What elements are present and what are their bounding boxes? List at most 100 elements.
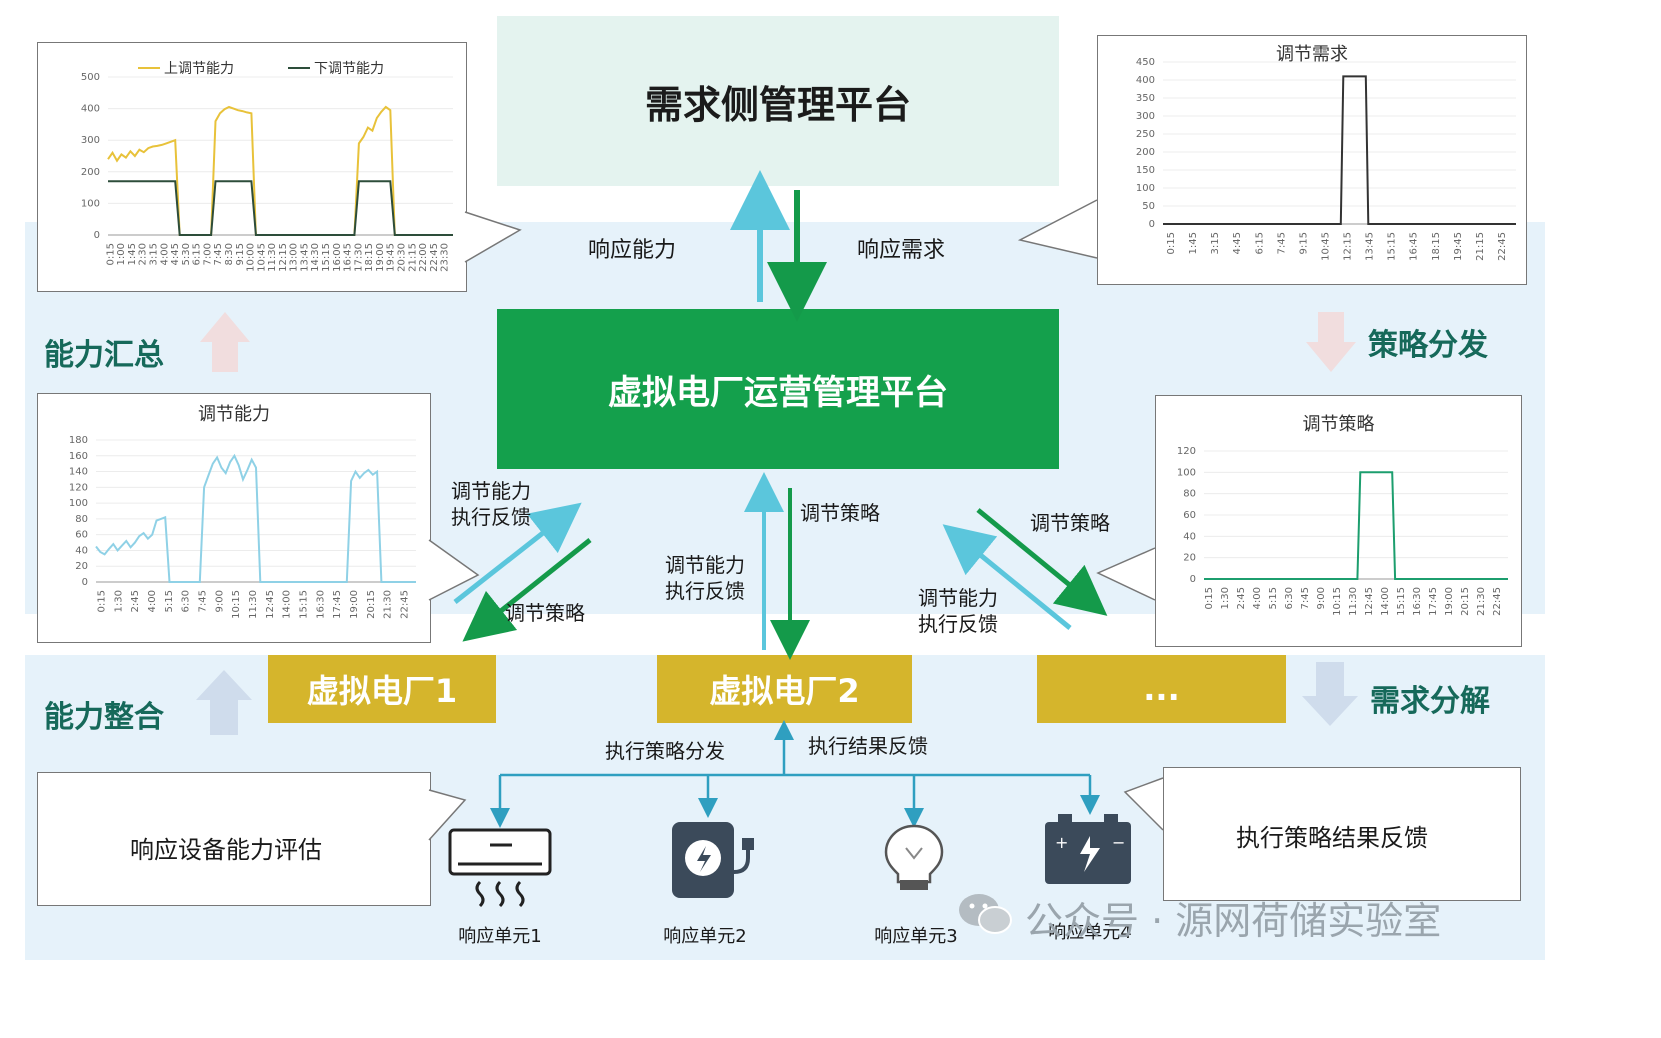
x-tick-label: 1:00 xyxy=(116,243,127,265)
legend-label: 上调节能力 xyxy=(164,61,234,77)
label-exec-feedback: 执行结果反馈 xyxy=(808,734,928,758)
label-center-down: 调节策略 xyxy=(800,501,880,525)
x-tick-label: 2:45 xyxy=(1236,587,1247,609)
x-tick-label: 10:45 xyxy=(256,243,267,272)
x-tick-label: 4:00 xyxy=(1252,587,1263,609)
y-tick-label: 120 xyxy=(69,482,88,493)
x-tick-label: 15:15 xyxy=(1396,587,1407,616)
y-tick-label: 300 xyxy=(81,135,100,146)
x-tick-label: 0:15 xyxy=(1204,587,1215,609)
y-tick-label: 100 xyxy=(81,198,100,209)
x-tick-label: 5:15 xyxy=(1268,587,1279,609)
label-exec-dispatch: 执行策略分发 xyxy=(605,739,725,763)
label-right-up-2: 执行反馈 xyxy=(918,612,998,636)
x-tick-label: 14:00 xyxy=(1380,587,1391,616)
y-tick-label: 100 xyxy=(1177,467,1196,478)
vpp-operation-platform[interactable]: 虚拟电厂运营管理平台 xyxy=(497,309,1059,469)
x-tick-label: 2:30 xyxy=(138,243,149,265)
y-tick-label: 500 xyxy=(81,72,100,83)
vpp-1[interactable]: 虚拟电厂1 xyxy=(268,655,496,723)
watermark-text: 公众号 · 源网荷储实验室 xyxy=(1025,899,1442,943)
x-tick-label: 22:45 xyxy=(1497,232,1508,261)
x-tick-label: 7:45 xyxy=(1300,587,1311,609)
x-tick-label: 1:30 xyxy=(1220,587,1231,609)
label-left-down: 调节策略 xyxy=(505,601,585,625)
x-tick-label: 5:15 xyxy=(164,590,175,612)
unit-label-3: 响应单元3 xyxy=(874,926,958,947)
demand-side-platform[interactable]: 需求侧管理平台 xyxy=(497,16,1059,186)
series-line xyxy=(1204,471,1508,580)
y-tick-label: 40 xyxy=(1183,531,1196,542)
x-tick-label: 12:15 xyxy=(1343,232,1354,261)
x-tick-label: 20:15 xyxy=(1460,587,1471,616)
x-tick-label: 10:15 xyxy=(1332,587,1343,616)
y-tick-label: 40 xyxy=(75,545,88,556)
vpp-more[interactable]: ... xyxy=(1037,655,1286,723)
label-left-up-2: 执行反馈 xyxy=(451,505,531,529)
x-tick-label: 7:45 xyxy=(1276,232,1287,254)
wechat-icon xyxy=(955,888,1015,938)
x-tick-label: 18:15 xyxy=(1431,232,1442,261)
x-tick-label: 7:45 xyxy=(213,243,224,265)
x-tick-label: 1:45 xyxy=(1188,232,1199,254)
x-tick-label: 9:00 xyxy=(214,590,225,612)
y-tick-label: 0 xyxy=(94,230,100,241)
x-tick-label: 19:00 xyxy=(1444,587,1455,616)
series-line xyxy=(1163,75,1516,225)
x-tick-label: 1:30 xyxy=(113,590,124,612)
x-tick-label: 22:45 xyxy=(429,243,440,272)
x-tick-label: 4:45 xyxy=(1232,232,1243,254)
x-tick-label: 11:30 xyxy=(248,590,259,619)
x-tick-label: 10:00 xyxy=(246,243,257,272)
x-tick-label: 9:15 xyxy=(235,243,246,265)
x-tick-label: 19:00 xyxy=(375,243,386,272)
y-tick-label: 160 xyxy=(69,451,88,462)
label-right-down: 调节策略 xyxy=(1030,511,1110,535)
side-label-capability-summary: 能力汇总 xyxy=(44,338,164,373)
label-right-up-1: 调节能力 xyxy=(918,586,998,610)
x-tick-label: 2:45 xyxy=(130,590,141,612)
y-tick-label: 80 xyxy=(1183,489,1196,500)
vpp-2[interactable]: 虚拟电厂2 xyxy=(657,655,912,723)
y-tick-label: 400 xyxy=(81,104,100,115)
x-tick-label: 13:45 xyxy=(299,243,310,272)
x-tick-label: 10:45 xyxy=(1320,232,1331,261)
chart-title-regulation-strategy: 调节策略 xyxy=(1302,414,1375,435)
y-tick-label: 200 xyxy=(81,167,100,178)
x-tick-label: 9:00 xyxy=(1316,587,1327,609)
x-tick-label: 12:45 xyxy=(1364,587,1375,616)
y-tick-label: 140 xyxy=(69,467,88,478)
y-tick-label: 120 xyxy=(1177,446,1196,457)
series-line xyxy=(108,180,453,236)
x-tick-label: 21:15 xyxy=(1475,232,1486,261)
x-tick-label: 7:00 xyxy=(202,243,213,265)
y-tick-label: 450 xyxy=(1136,57,1155,68)
x-tick-label: 0:15 xyxy=(96,590,107,612)
y-tick-label: 200 xyxy=(1136,147,1155,158)
x-tick-label: 9:15 xyxy=(1298,232,1309,254)
label-response-capability: 响应能力 xyxy=(588,238,677,263)
y-tick-label: 60 xyxy=(1183,510,1196,521)
x-tick-label: 20:30 xyxy=(396,243,407,272)
callout-panel-left xyxy=(37,772,431,906)
x-tick-label: 11:30 xyxy=(267,243,278,272)
x-tick-label: 6:30 xyxy=(1284,587,1295,609)
y-tick-label: 350 xyxy=(1136,93,1155,104)
x-tick-label: 14:30 xyxy=(310,243,321,272)
x-tick-label: 17:45 xyxy=(1428,587,1439,616)
chart-title-regulation-demand: 调节需求 xyxy=(1276,44,1348,65)
x-tick-label: 6:15 xyxy=(192,243,203,265)
x-tick-label: 20:15 xyxy=(366,590,377,619)
x-tick-label: 7:45 xyxy=(197,590,208,612)
x-tick-label: 17:45 xyxy=(332,590,343,619)
y-tick-label: 100 xyxy=(1136,183,1155,194)
x-tick-label: 13:45 xyxy=(1365,232,1376,261)
x-tick-label: 3:15 xyxy=(149,243,160,265)
y-tick-label: 100 xyxy=(69,498,88,509)
label-center-up-2: 执行反馈 xyxy=(665,579,745,603)
y-tick-label: 50 xyxy=(1142,201,1155,212)
